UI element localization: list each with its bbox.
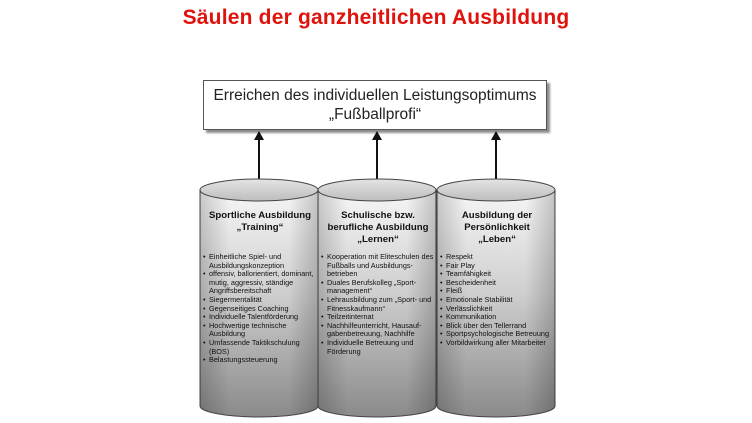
list-item: Hochwertige technische Ausbildung [203, 321, 319, 339]
pillar-heading-line: Persönlichkeit [464, 222, 530, 233]
list-item: Fair Play [440, 261, 556, 271]
list-item: offensiv, ballorientiert, dominant, muti… [203, 269, 319, 296]
list-item: Individuelle Betreuung und Förderung [321, 338, 437, 356]
list-item: Kooperation mit Eliteschulen des Fußball… [321, 252, 437, 279]
list-item: Vorbildwirkung aller Mitarbeiter [440, 338, 556, 348]
goal-line-2: „Fußballprofi“ [328, 106, 422, 123]
arrow-head-3 [491, 131, 501, 140]
pillar-heading-line: „Training“ [236, 222, 284, 233]
list-item: Teilzeitinternat [321, 313, 437, 322]
list-item: Nachhilfeunterricht, Hausauf-gabenbetreu… [321, 321, 437, 339]
pillar-heading: Sportliche Ausbildung „Training“ [197, 210, 323, 234]
pillar-list: Respekt Fair Play Teamfähigkeit Bescheid… [440, 252, 556, 348]
pillar-heading-line: „Lernen“ [357, 234, 399, 245]
list-item: Individuelle Talentförderung [203, 313, 319, 322]
pillar-heading-line: berufliche Ausbildung [327, 222, 429, 233]
pillar-school: Schulische bzw. berufliche Ausbildung „L… [315, 180, 441, 410]
list-item: Respekt [440, 252, 556, 262]
pillar-heading: Schulische bzw. berufliche Ausbildung „L… [315, 210, 441, 246]
list-item: Lehrausbildung zum „Sport- und Fitnesska… [321, 295, 437, 313]
goal-line-1: Erreichen des individuellen Leistungsopt… [213, 87, 537, 104]
pillar-heading-line: Ausbildung der [461, 210, 533, 221]
pillar-sport: Sportliche Ausbildung „Training“ Einheit… [197, 180, 323, 410]
list-item: Siegermentalität [203, 295, 319, 305]
list-item: Belastungssteuerung [203, 356, 319, 365]
list-item: Bescheidenheit [440, 278, 556, 288]
pillar-list: Einheitliche Spiel- und Ausbildungskonze… [203, 252, 319, 365]
pillar-heading-line: Schulische bzw. [341, 210, 415, 221]
list-item: Umfassende Taktikschulung (BOS) [203, 338, 319, 356]
arrow-head-1 [254, 131, 264, 140]
pillar-heading-line: „Leben“ [478, 234, 516, 245]
list-item: Kommunikation [440, 313, 556, 322]
list-item: Blick über den Tellerrand [440, 321, 556, 331]
page-title: Säulen der ganzheitlichen Ausbildung [182, 6, 570, 29]
list-item: Sportpsychologische Betreuung [440, 330, 556, 339]
arrow-head-2 [372, 131, 382, 140]
goal-box: Erreichen des individuellen Leistungsopt… [203, 80, 547, 130]
pillar-personality: Ausbildung der Persönlichkeit „Leben“ Re… [434, 180, 560, 410]
list-item: Emotionale Stabilität [440, 295, 556, 305]
list-item: Gegenseitiges Coaching [203, 304, 319, 314]
pillar-heading-line: Sportliche Ausbildung [209, 210, 311, 221]
pillar-list: Kooperation mit Eliteschulen des Fußball… [321, 252, 437, 356]
pillar-heading: Ausbildung der Persönlichkeit „Leben“ [434, 210, 560, 246]
list-item: Einheitliche Spiel- und Ausbildungskonze… [203, 252, 319, 270]
list-item: Duales Berufskolleg „Sport-management“ [321, 278, 437, 296]
list-item: Teamfähigkeit [440, 270, 556, 279]
list-item: Verlässlichkeit [440, 304, 556, 314]
list-item: Fleiß [440, 287, 556, 296]
